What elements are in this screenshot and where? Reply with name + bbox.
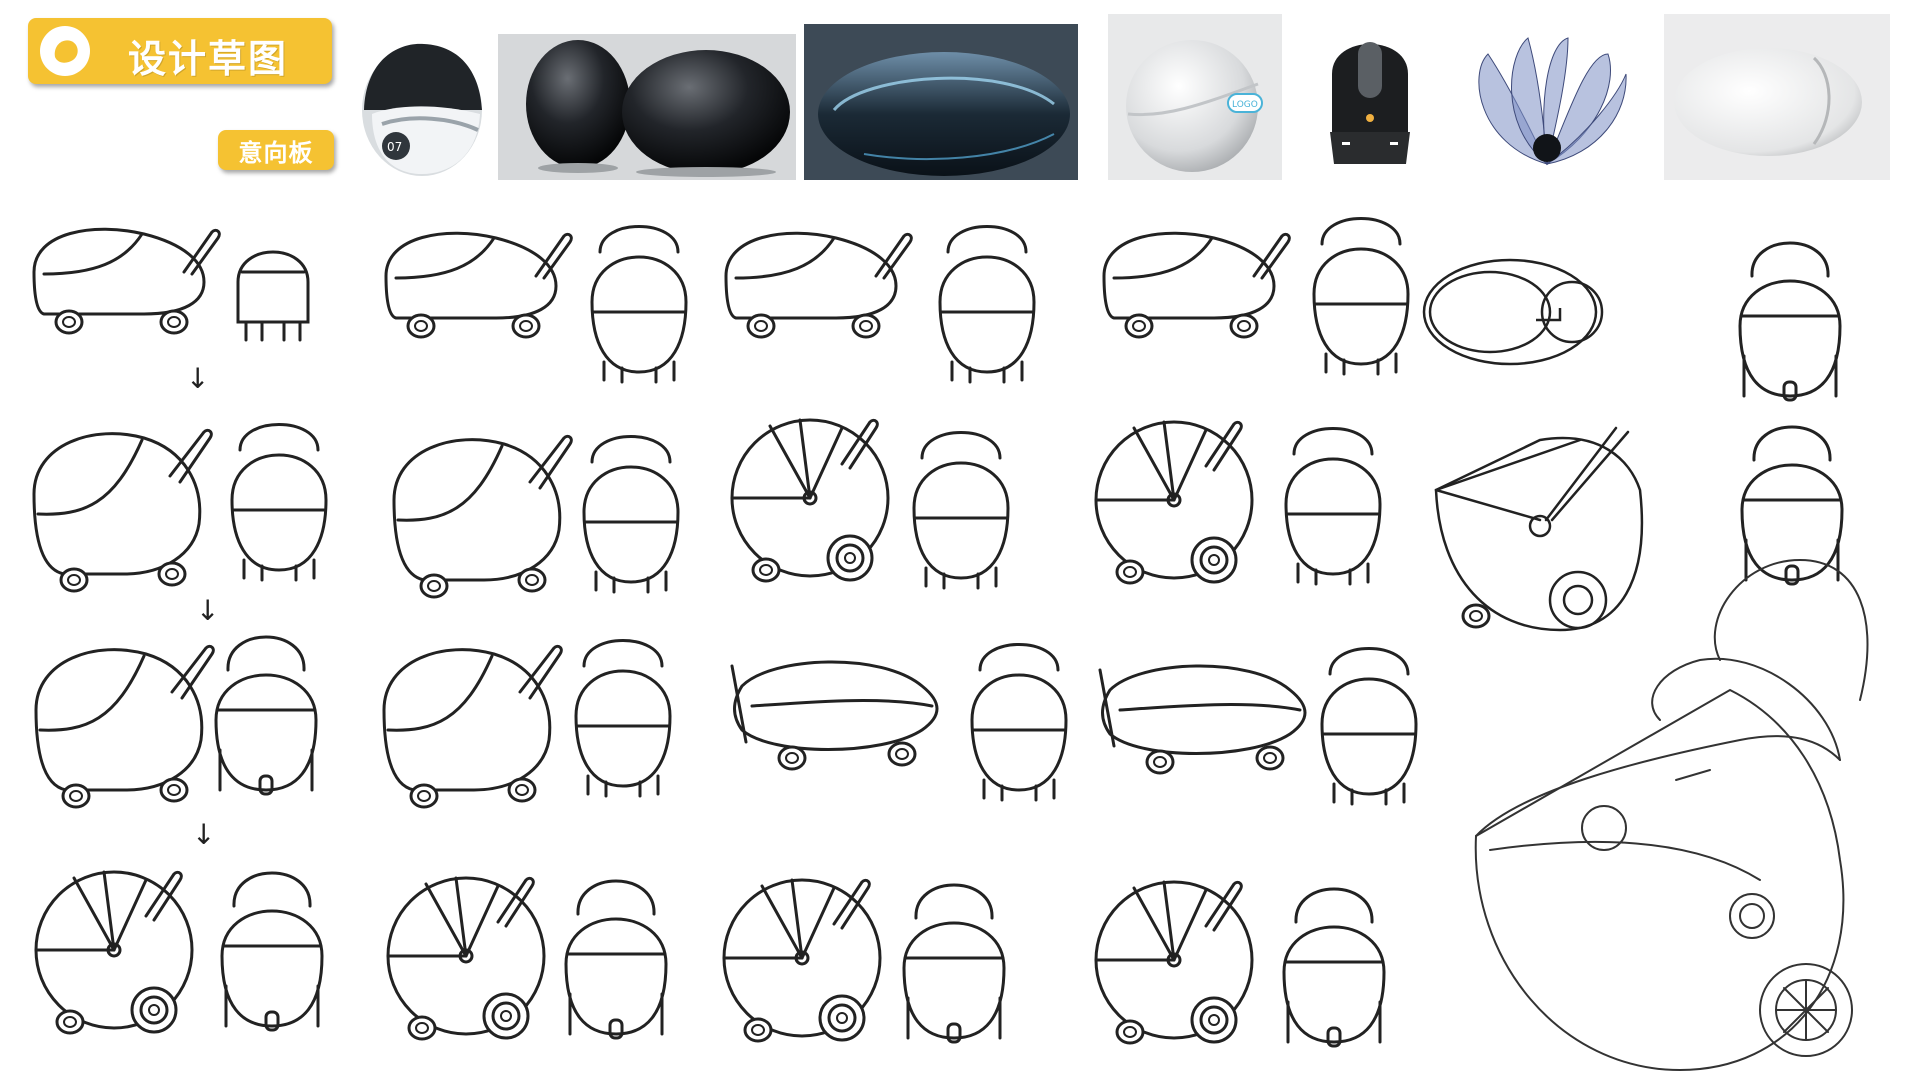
mood-board-label: 意向板 (238, 138, 314, 167)
helmet-number: 07 (387, 140, 402, 154)
page-title: 设计草图 (128, 37, 289, 81)
down-arrow-icon: ↓ (196, 594, 219, 627)
down-arrow-icon: ↓ (192, 818, 215, 851)
ref-image-capsule-robot (1316, 14, 1424, 180)
down-arrow-icon: ↓ (186, 362, 209, 395)
sketch-front-view-right (1738, 241, 1842, 402)
sketch-large-perspective (1474, 558, 1869, 1072)
logo-icon (40, 26, 90, 76)
ref-image-egg-chairs (498, 34, 796, 180)
mood-board-badge: 意向板 (218, 130, 334, 170)
ref-image-sleeping-pod (804, 24, 1078, 180)
ref-image-sphere-speaker: LOGO (1108, 14, 1282, 180)
ref-image-helmet: 07 (352, 14, 490, 180)
sketch-top-view (1422, 258, 1604, 366)
sketch-open-stroller (1434, 426, 1644, 632)
ref-image-petal-lamp (1458, 14, 1636, 180)
speaker-logo-text: LOGO (1232, 100, 1258, 110)
ref-image-oval-shell (1664, 14, 1890, 180)
title-badge: 设计草图 (28, 18, 332, 84)
